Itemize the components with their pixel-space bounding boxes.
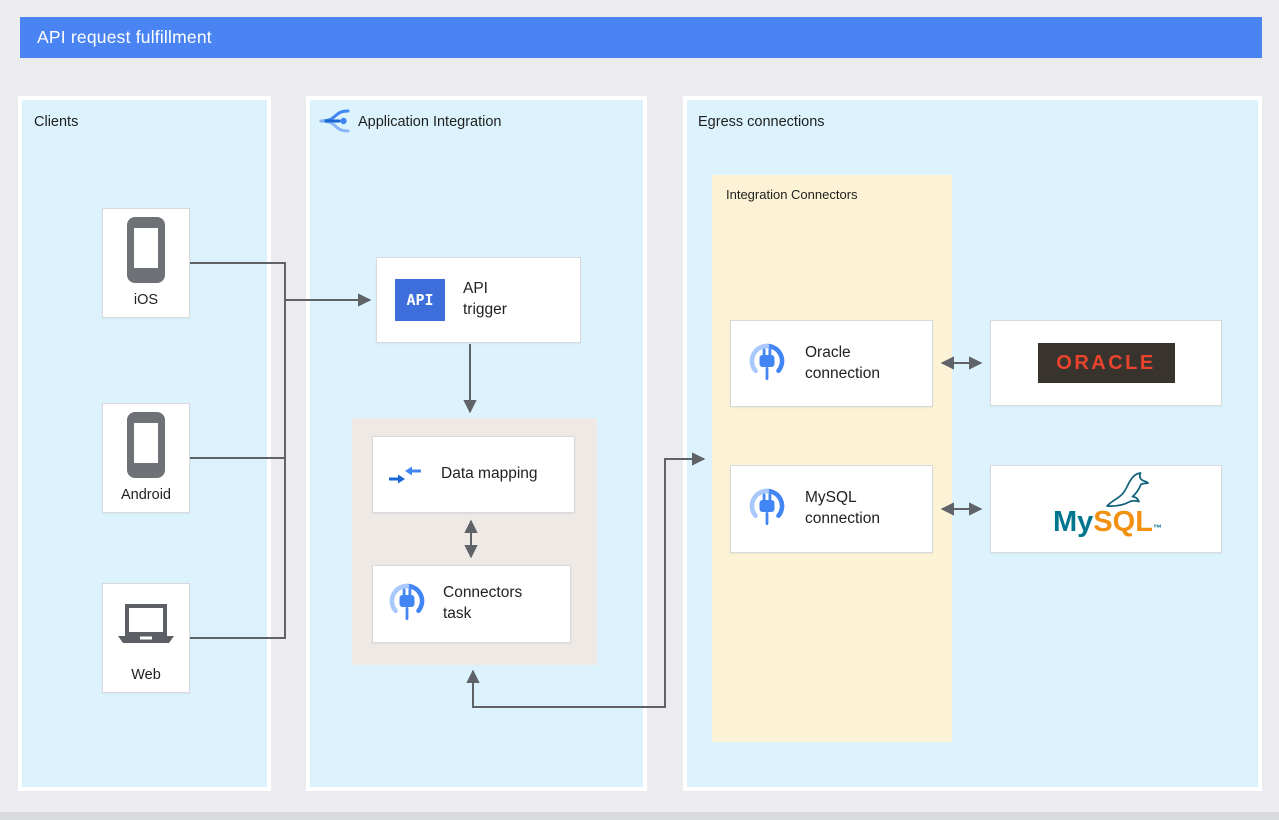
egress-connections-zone-title: Egress connections [698, 114, 825, 130]
mysql-logo-text: MySQL™ [1053, 506, 1162, 539]
data-mapping-label: Data mapping [441, 465, 538, 483]
client-label: iOS [133, 292, 159, 308]
client-label: Web [131, 667, 161, 683]
data-mapping-node: Data mapping [372, 436, 575, 513]
oracle-logo: ORACLE [1037, 343, 1175, 383]
application-integration-icon [318, 107, 350, 140]
connectors-task-node: Connectors task [372, 565, 571, 643]
mysql-trademark: ™ [1152, 523, 1162, 533]
oracle-connection-label: Oracle connection [805, 343, 880, 382]
client-label: Android [121, 487, 171, 503]
client-node-web: Web [102, 583, 190, 693]
api-trigger-label: API trigger [463, 280, 507, 318]
data-mapping-icon [388, 462, 422, 488]
mysql-logo-my: My [1053, 506, 1094, 538]
oracle-system-node: ORACLE [990, 320, 1222, 406]
smartphone-icon [103, 404, 189, 485]
integration-connectors-title: Integration Connectors [726, 187, 858, 202]
mysql-dolphin-icon [1103, 472, 1149, 515]
mysql-connection-label: MySQL connection [805, 489, 880, 527]
application-integration-zone-title: Application Integration [358, 114, 502, 130]
bottom-strip [0, 812, 1279, 820]
integration-connectors-container: Integration Connectors [712, 175, 952, 742]
connectors-plug-icon [747, 342, 787, 386]
diagram-title-bar: API request fulfillment [20, 17, 1262, 58]
mysql-logo-sql: SQL [1093, 506, 1153, 538]
connectors-plug-icon [387, 582, 427, 626]
mysql-system-node: MySQL™ [990, 465, 1222, 553]
mysql-connection-node: MySQL connection [730, 465, 933, 553]
diagram-title: API request fulfillment [37, 27, 212, 47]
api-trigger-node: API API trigger [376, 257, 581, 343]
connectors-task-label: Connectors task [443, 584, 523, 622]
client-node-ios: iOS [102, 208, 190, 318]
connectors-plug-icon [747, 487, 787, 531]
smartphone-icon [103, 209, 189, 290]
api-trigger-icon: API [395, 279, 445, 321]
clients-zone-title: Clients [34, 114, 79, 130]
oracle-logo-text: ORACLE [1056, 351, 1156, 374]
oracle-connection-node: Oracle connection [730, 320, 933, 407]
laptop-icon [103, 584, 189, 665]
api-icon-text: API [406, 291, 434, 309]
mysql-logo: MySQL™ [1041, 472, 1171, 542]
client-node-android: Android [102, 403, 190, 513]
